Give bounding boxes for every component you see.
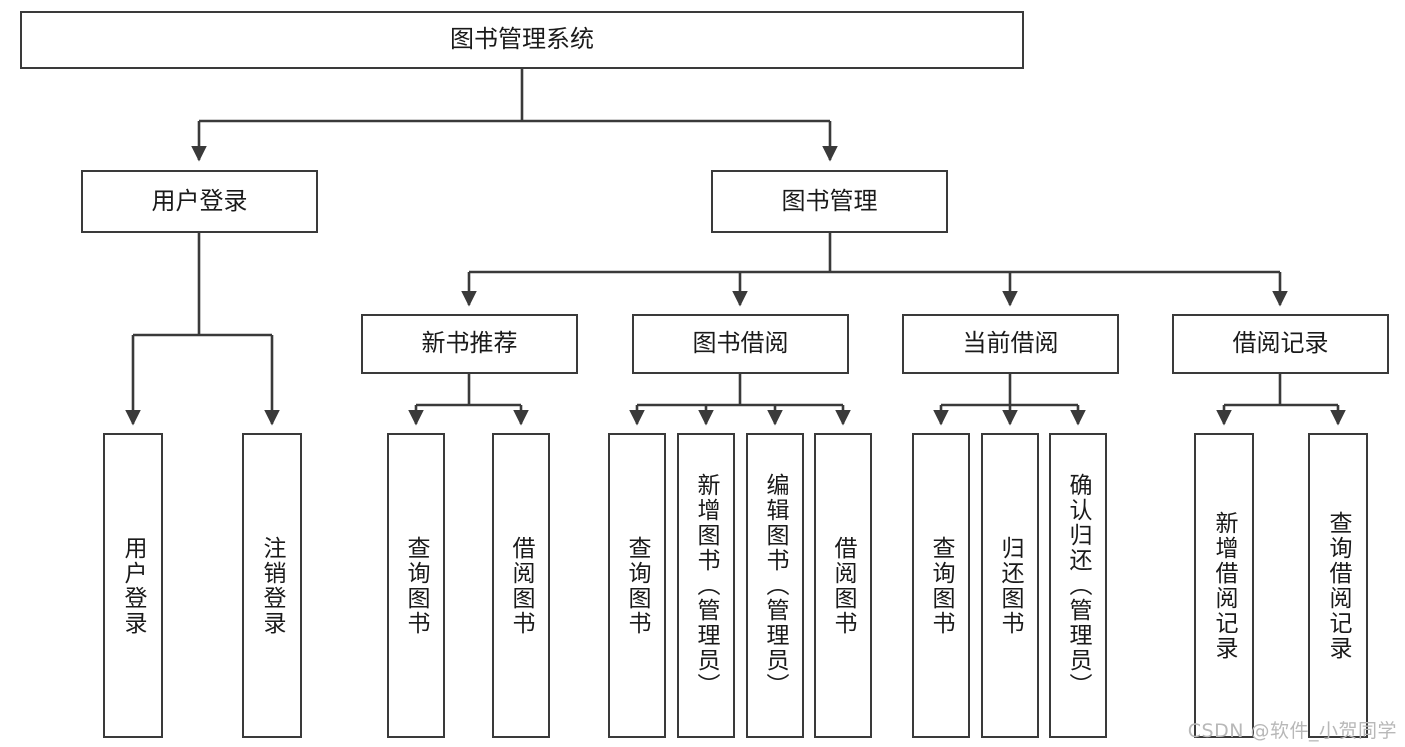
node-leaf-query-book-2[interactable]: 查询图书 <box>608 433 666 738</box>
node-user-login[interactable]: 用户登录 <box>81 170 318 233</box>
node-book-borrow[interactable]: 图书借阅 <box>632 314 849 374</box>
node-leaf-user-login-label: 用户登录 <box>120 535 147 636</box>
node-borrow-record-label: 借阅记录 <box>1232 329 1329 358</box>
node-leaf-user-logout[interactable]: 注销登录 <box>242 433 302 738</box>
node-leaf-confirm-return-label: 确认归还（管理员） <box>1065 473 1092 698</box>
node-book-manage[interactable]: 图书管理 <box>711 170 948 233</box>
node-root-label: 图书管理系统 <box>450 25 594 54</box>
node-leaf-add-book-label: 新增图书（管理员） <box>693 473 720 698</box>
node-leaf-return-book[interactable]: 归还图书 <box>981 433 1039 738</box>
node-root[interactable]: 图书管理系统 <box>20 11 1024 69</box>
node-leaf-query-book-1[interactable]: 查询图书 <box>387 433 445 738</box>
node-leaf-edit-book-label: 编辑图书（管理员） <box>762 473 789 698</box>
node-leaf-user-logout-label: 注销登录 <box>259 535 286 636</box>
node-book-borrow-label: 图书借阅 <box>692 329 789 358</box>
node-leaf-query-book-3-label: 查询图书 <box>928 535 955 636</box>
node-leaf-return-book-label: 归还图书 <box>997 535 1024 636</box>
node-leaf-user-login[interactable]: 用户登录 <box>103 433 163 738</box>
node-current-borrow[interactable]: 当前借阅 <box>902 314 1119 374</box>
node-leaf-edit-book[interactable]: 编辑图书（管理员） <box>746 433 804 738</box>
node-new-book-rec-label: 新书推荐 <box>421 329 518 358</box>
node-leaf-query-book-2-label: 查询图书 <box>624 535 651 636</box>
node-leaf-borrow-book-1[interactable]: 借阅图书 <box>492 433 550 738</box>
node-leaf-query-book-3[interactable]: 查询图书 <box>912 433 970 738</box>
node-leaf-add-book[interactable]: 新增图书（管理员） <box>677 433 735 738</box>
node-user-login-label: 用户登录 <box>151 186 248 215</box>
node-leaf-borrow-book-1-label: 借阅图书 <box>508 535 535 636</box>
node-leaf-query-record[interactable]: 查询借阅记录 <box>1308 433 1368 738</box>
node-new-book-rec[interactable]: 新书推荐 <box>361 314 578 374</box>
node-leaf-borrow-book-2[interactable]: 借阅图书 <box>814 433 872 738</box>
node-leaf-add-record[interactable]: 新增借阅记录 <box>1194 433 1254 738</box>
node-leaf-add-record-label: 新增借阅记录 <box>1211 510 1238 661</box>
node-current-borrow-label: 当前借阅 <box>962 329 1059 358</box>
node-leaf-borrow-book-2-label: 借阅图书 <box>830 535 857 636</box>
node-leaf-query-record-label: 查询借阅记录 <box>1325 510 1352 661</box>
csdn-watermark: CSDN @软件_小贺同学 <box>1187 720 1397 742</box>
node-book-manage-label: 图书管理 <box>781 186 878 215</box>
node-leaf-query-book-1-label: 查询图书 <box>403 535 430 636</box>
node-borrow-record[interactable]: 借阅记录 <box>1172 314 1389 374</box>
node-leaf-confirm-return[interactable]: 确认归还（管理员） <box>1049 433 1107 738</box>
